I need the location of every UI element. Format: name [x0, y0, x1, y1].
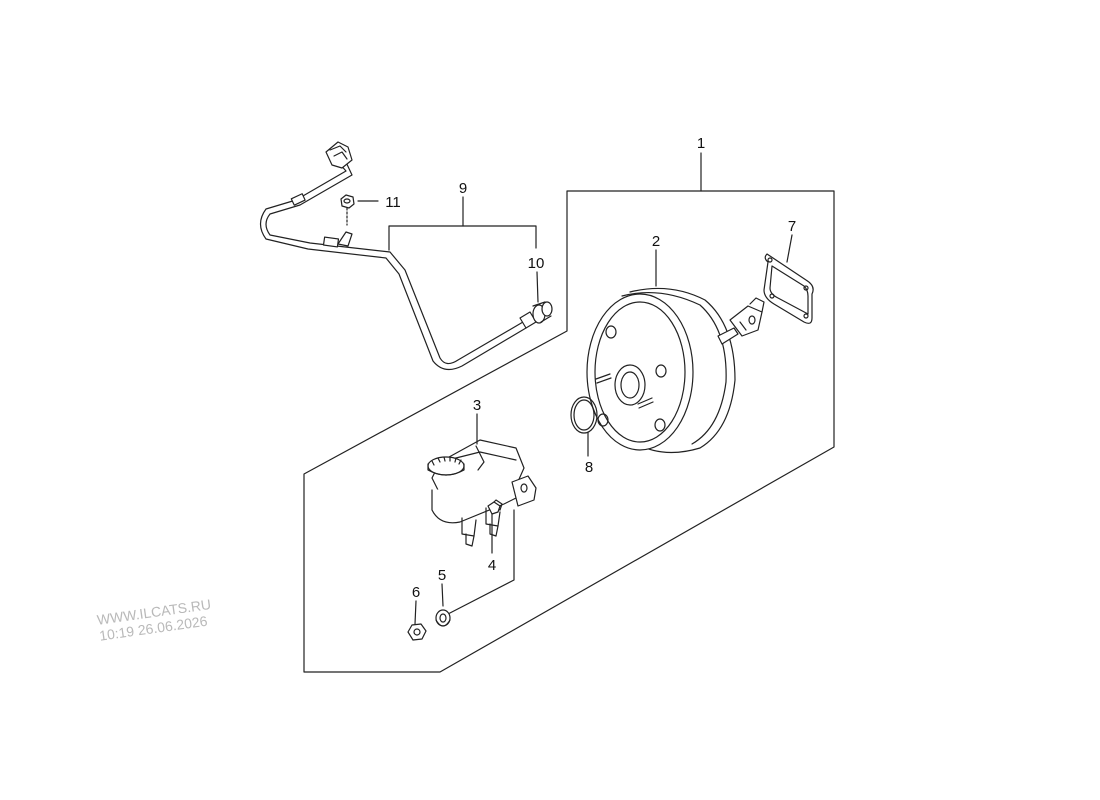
callout-9: 9 — [459, 180, 467, 197]
callout-4: 4 — [488, 557, 496, 574]
flare-nut-icon — [325, 141, 353, 169]
nut-part-6[interactable] — [407, 623, 427, 641]
callout-7: 7 — [788, 218, 796, 235]
leader-5 — [441, 583, 444, 607]
master-cylinder-part-3[interactable] — [427, 439, 537, 547]
nut-part-11[interactable] — [340, 194, 355, 226]
assembly-bracket-1 — [303, 190, 835, 673]
leader-6 — [414, 600, 417, 625]
seal-part-4[interactable] — [487, 501, 501, 515]
bracket-9 — [388, 225, 537, 251]
washer-part-5[interactable] — [435, 609, 451, 627]
bracket-5-6 — [447, 509, 515, 615]
callout-5: 5 — [438, 567, 446, 584]
callout-1: 1 — [697, 135, 705, 152]
callout-10: 10 — [528, 255, 545, 272]
clevis-icon — [729, 297, 765, 337]
leader-7 — [786, 234, 793, 263]
callout-2: 2 — [652, 233, 660, 250]
callout-labels: 1 2 3 4 5 6 7 8 9 10 11 — [385, 135, 796, 601]
callout-11: 11 — [385, 194, 401, 211]
callout-3: 3 — [473, 397, 481, 414]
brake-booster-part-2[interactable] — [586, 287, 765, 454]
leader-10 — [536, 271, 539, 303]
callout-6: 6 — [412, 584, 420, 601]
o-ring-part-8[interactable] — [570, 396, 598, 434]
pipe-fitting-part-10[interactable] — [519, 301, 553, 329]
gasket-part-7[interactable] — [763, 253, 814, 324]
callout-8: 8 — [585, 459, 593, 476]
pipe-clip-icon — [337, 231, 353, 247]
brake-pipe-part-9[interactable] — [259, 141, 553, 371]
